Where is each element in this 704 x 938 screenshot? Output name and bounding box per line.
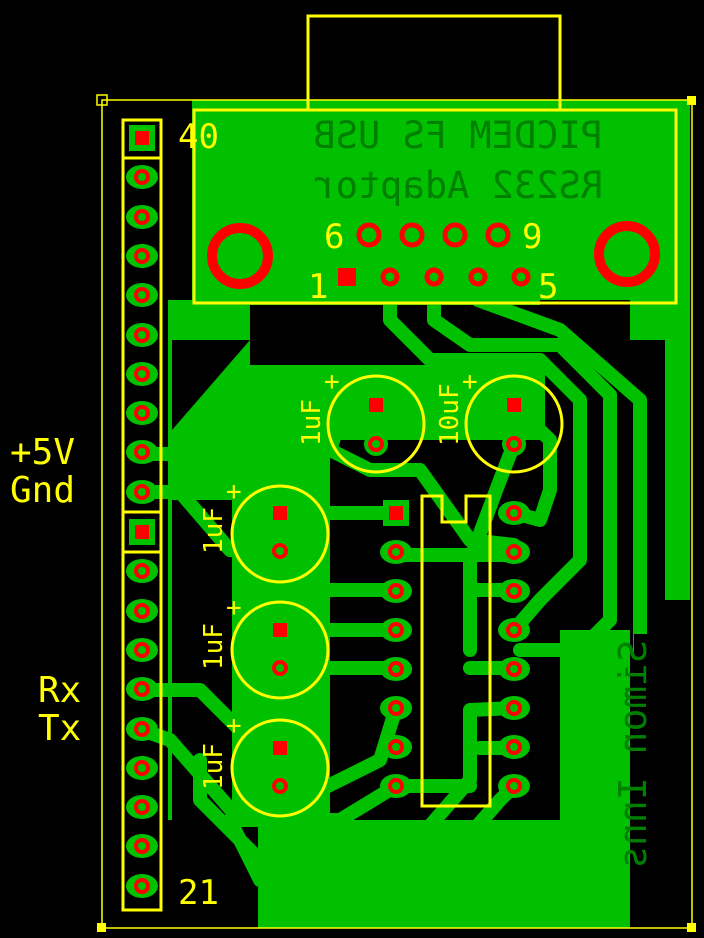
header-pin	[126, 559, 158, 583]
ic-pin-right	[498, 774, 530, 798]
title-line-1: PICDEM FS USB	[313, 114, 603, 157]
board-outline	[96, 94, 696, 932]
capacitor-c1: + 1uF	[297, 367, 426, 474]
ic-pin-left	[380, 618, 412, 642]
header-pin	[126, 638, 158, 662]
db9-label-9: 9	[522, 217, 542, 257]
header-pin	[129, 519, 155, 545]
ic-pin-right	[498, 540, 530, 564]
ic-pin-left	[383, 500, 409, 526]
capacitor-c4: + 1uF	[199, 593, 330, 700]
capacitor-c5-plus: +	[226, 711, 242, 741]
author-text: Simon Inns	[611, 640, 655, 869]
label-plus5v: +5V	[10, 432, 75, 473]
label-tx: Tx	[38, 708, 81, 749]
ic-pin-left	[380, 774, 412, 798]
ic-pins	[380, 500, 530, 798]
capacitor-c2-value: 10uF	[435, 383, 465, 446]
capacitor-c5-value: 1uF	[199, 743, 229, 790]
header-pin	[126, 756, 158, 780]
header-pin	[126, 440, 158, 464]
capacitor-c4-plus: +	[226, 593, 242, 623]
header-pin	[126, 874, 158, 898]
header-pin	[126, 599, 158, 623]
header-label-40: 40	[178, 117, 219, 157]
label-gnd: Gnd	[10, 470, 75, 511]
header-pin	[129, 125, 155, 151]
side-labels: +5V Gnd Rx Tx	[10, 432, 81, 749]
header-pin	[126, 362, 158, 386]
header-pin	[126, 283, 158, 307]
author-credit: Simon Inns	[611, 634, 680, 916]
ic-pin-right	[498, 696, 530, 720]
header-pin	[126, 795, 158, 819]
ic-pin-left	[380, 735, 412, 759]
capacitor-c3-value: 1uF	[199, 507, 229, 554]
ic-pin-left	[380, 540, 412, 564]
db9-connector: 6 9 1 5	[192, 14, 678, 307]
ic-pin-left	[380, 579, 412, 603]
db9-label-5: 5	[538, 267, 558, 307]
capacitors: + 1uF + 10uF + 1uF + 1uF +	[199, 367, 564, 818]
db9-pads-top	[356, 222, 511, 248]
ic-pin-right	[498, 501, 530, 525]
capacitor-c3: + 1uF	[199, 477, 330, 584]
header-pin	[126, 165, 158, 189]
capacitor-c2: + 10uF	[435, 367, 564, 474]
header-label-21: 21	[178, 873, 219, 913]
capacitor-c3-plus: +	[226, 477, 242, 507]
db9-label-1: 1	[308, 267, 328, 307]
db9-mount-hole-left	[207, 223, 273, 289]
capacitor-c1-value: 1uF	[297, 399, 327, 446]
ic-pin-right	[498, 618, 530, 642]
capacitor-c2-plus: +	[462, 367, 478, 397]
header-pins	[126, 125, 158, 898]
pin-header: 40 21	[121, 117, 219, 913]
board-title: PICDEM FS USB RS232 Adaptor	[313, 114, 603, 207]
ic-pin-right	[498, 735, 530, 759]
capacitor-c4-value: 1uF	[199, 623, 229, 670]
header-pin	[126, 834, 158, 858]
ic-pin-right	[498, 657, 530, 681]
db9-mount-hole-right	[594, 221, 660, 287]
ic-max232	[380, 494, 530, 808]
ic-pin-right	[498, 579, 530, 603]
header-pin	[126, 717, 158, 741]
header-pin	[126, 480, 158, 504]
ic-pin-left	[380, 657, 412, 681]
header-pin	[126, 205, 158, 229]
header-pin	[126, 244, 158, 268]
header-pin	[126, 323, 158, 347]
ic-pin-left	[380, 696, 412, 720]
capacitor-c5: + 1uF	[199, 711, 330, 818]
title-line-2: RS232 Adaptor	[313, 164, 603, 207]
db9-pads-bottom	[334, 263, 535, 291]
label-rx: Rx	[38, 670, 81, 711]
header-pin	[126, 401, 158, 425]
capacitor-c1-plus: +	[324, 367, 340, 397]
db9-label-6: 6	[324, 217, 344, 257]
header-pin	[126, 677, 158, 701]
